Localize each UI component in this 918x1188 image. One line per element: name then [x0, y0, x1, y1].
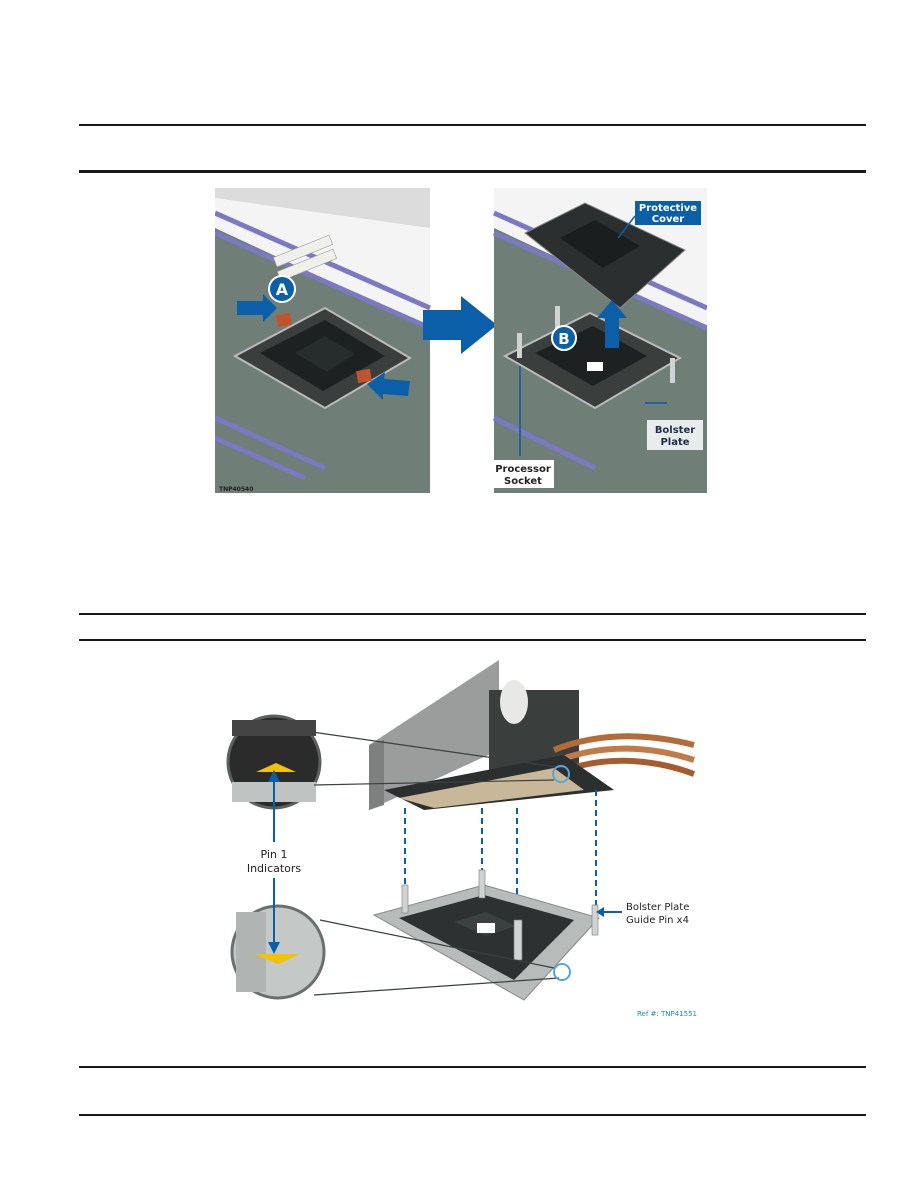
rule-mid-2 — [79, 639, 866, 641]
label-pin1-line2: Indicators — [247, 862, 302, 875]
rule-bottom-2 — [79, 1114, 866, 1116]
label-protective-cover-line2: Cover — [652, 214, 685, 225]
label-bolster-plate-line1: Bolster — [655, 425, 695, 436]
next-step-arrow — [423, 296, 497, 354]
label-guide-pin-line1: Bolster Plate — [626, 902, 689, 913]
label-protective-cover-line1: Protective — [639, 203, 697, 214]
rule-top-1 — [79, 124, 866, 126]
left-panel-illustration: A TNP40540 — [215, 188, 432, 493]
heatsink-illustration — [369, 660, 696, 810]
rule-top-2 — [79, 170, 866, 173]
bolster-plate-illustration — [372, 869, 600, 1001]
label-bolster-plate-line2: Plate — [660, 437, 689, 448]
zoom-bottom-circle — [230, 904, 326, 1000]
rule-bottom-1 — [79, 1066, 866, 1068]
label-processor-socket-line2: Socket — [504, 476, 542, 487]
figure2-ref: Ref #: TNP41551 — [637, 1010, 697, 1018]
label-pin1-line1: Pin 1 — [261, 848, 288, 861]
callout-b: B — [558, 330, 569, 348]
figure1-ref: TNP40540 — [219, 486, 253, 493]
callout-a: A — [276, 280, 289, 299]
figure-pin1-alignment: Pin 1 Indicators Bolster Plate Guide Pin… — [226, 660, 697, 1018]
rule-mid-1 — [79, 613, 866, 615]
label-guide-pin-line2: Guide Pin x4 — [626, 915, 689, 926]
zoom-top-circle — [226, 714, 322, 810]
figure-remove-protective-cover: A TNP40540 B Protective — [215, 188, 707, 493]
label-processor-socket-line1: Processor — [495, 464, 551, 475]
right-panel-illustration: B Protective Cover Bolster Plate Process… — [492, 188, 707, 493]
